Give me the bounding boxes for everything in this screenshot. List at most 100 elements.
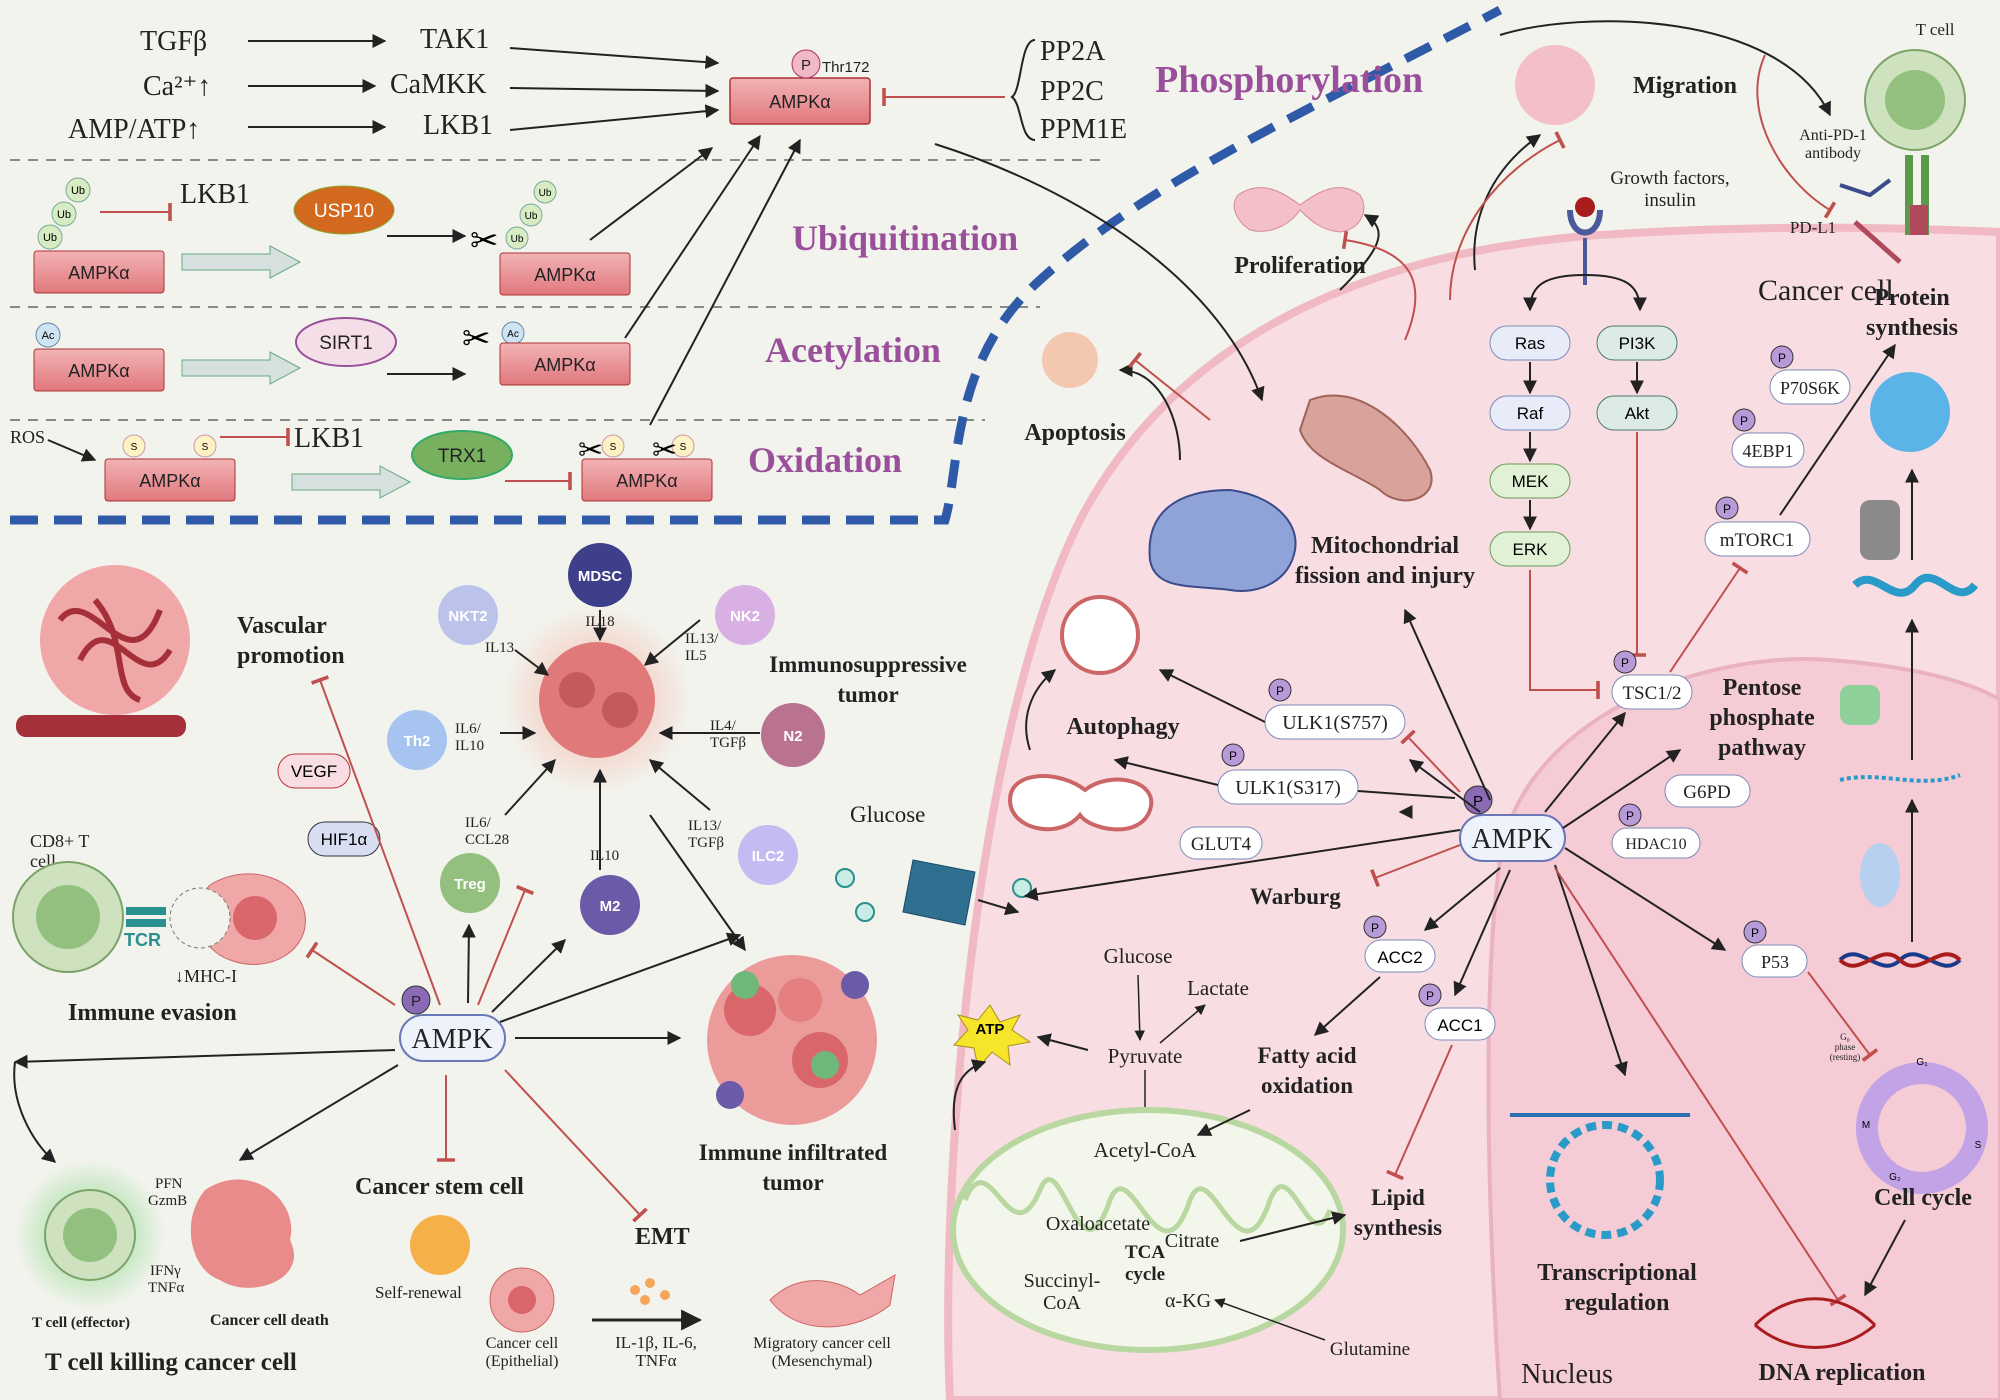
autophagosome-icon: [1060, 595, 1140, 675]
s-label: S: [1975, 1140, 1982, 1151]
raf-pill: [1489, 395, 1571, 431]
tcr-label: TCR: [124, 930, 161, 950]
svg-text:S: S: [131, 442, 138, 453]
lkb1-ox-label: LKB1: [294, 423, 364, 454]
svg-text:USP10: USP10: [314, 201, 374, 222]
svg-text:MDSC: MDSC: [578, 568, 622, 585]
svg-text:S: S: [202, 442, 209, 453]
svg-text:TRX1: TRX1: [438, 446, 487, 467]
m-label: M: [1862, 1120, 1870, 1131]
svg-text:Ac: Ac: [507, 329, 519, 340]
cancer-cell-label: Cancer cell: [1758, 274, 1894, 307]
ampka-label-main: AMPKα: [769, 92, 830, 112]
svg-text:MEK: MEK: [1512, 472, 1550, 491]
tgfb-label: TGFβ: [140, 26, 207, 57]
svg-text:ATP: ATP: [976, 1021, 1005, 1038]
acc1-pill: [1424, 1007, 1496, 1041]
blood-vessel-icon: [16, 715, 186, 737]
svg-text:Ub: Ub: [511, 234, 524, 245]
cell-cycle-label: Cell cycle: [1874, 1185, 1972, 1211]
apoptotic-body-icon: [1042, 332, 1098, 388]
hdac10-pill: [1611, 827, 1701, 859]
svg-text:Raf: Raf: [1517, 404, 1544, 423]
svg-text:AMPK: AMPK: [1472, 824, 1553, 855]
4ebp1-pill: [1731, 432, 1805, 468]
svg-text:Ras: Ras: [1515, 334, 1545, 353]
mitochondria-fission-icon: [1148, 488, 1297, 592]
ampk-node-immune: [399, 1014, 506, 1062]
svg-text:AMPKα: AMPKα: [534, 355, 595, 375]
sirt1-node: [295, 317, 397, 367]
g2-label: G₂: [1889, 1172, 1901, 1183]
ros-label: ROS: [10, 427, 45, 447]
il6-ccl28-label: IL6/CCL28: [465, 815, 509, 848]
mrna-icon: [1839, 773, 1961, 783]
treg-cell-icon: [440, 853, 500, 913]
svg-text:Ub: Ub: [71, 185, 85, 197]
svg-text:TSC1/2: TSC1/2: [1622, 683, 1681, 704]
svg-text:Ac: Ac: [42, 330, 55, 342]
gzmb-label: GzmB: [148, 1193, 187, 1209]
n2-cell-icon: [761, 703, 825, 767]
nucleus: [1486, 657, 2000, 1400]
g1-label: G₁: [1916, 1057, 1928, 1068]
warburg-label: Warburg: [1250, 884, 1341, 909]
svg-text:P: P: [411, 993, 421, 1010]
section-dividers: [10, 159, 1100, 421]
cytokines-label: IL-1β, IL-6,TNFα: [615, 1333, 697, 1370]
svg-text:AMPKα: AMPKα: [139, 471, 200, 491]
proliferation-label: Proliferation: [1234, 253, 1366, 279]
ampka-box-ub: [33, 250, 165, 294]
phospho-icon: [791, 49, 821, 79]
p70s6k-pill: [1769, 369, 1851, 405]
il4-tgfb-label: IL4/TGFβ: [710, 718, 746, 751]
acc2-pill: [1364, 939, 1436, 973]
svg-text:PI3K: PI3K: [1619, 334, 1657, 353]
ampka-box-ub-cut: [499, 252, 631, 296]
receptor-icon: [1567, 209, 1603, 236]
svg-text:P: P: [1426, 989, 1434, 1003]
thr172-label: Thr172: [822, 59, 870, 76]
svg-text:P: P: [1473, 793, 1483, 810]
svg-text:Treg: Treg: [454, 876, 486, 893]
svg-text:NK2: NK2: [730, 608, 760, 625]
dying-cancer-cell-icon: [190, 1179, 294, 1288]
ribosome-icon: [1860, 500, 1900, 560]
pp2a-label: PP2A: [1040, 36, 1106, 67]
t-cell-effector-label: T cell (effector): [32, 1315, 130, 1331]
th2-cell-icon: [387, 710, 447, 770]
usp10-node: [293, 185, 395, 235]
ampka-box-main: [729, 77, 871, 125]
akg-label: α-KG: [1165, 1290, 1211, 1312]
ampk-node-cell: [1459, 814, 1566, 862]
growth-factors-label: Growth factors,insulin: [1610, 168, 1729, 211]
ub-chain-icon: Ub Ub Ub: [37, 177, 91, 250]
nk2-cell-icon: [715, 585, 775, 645]
citrate-label: Citrate: [1165, 1230, 1220, 1252]
svg-text:P: P: [801, 57, 811, 74]
migrating-cell-icon: [1515, 45, 1595, 125]
oxaloacetate-label: Oxaloacetate: [1046, 1213, 1150, 1235]
acetyl-coa-label: Acetyl-CoA: [1094, 1138, 1197, 1162]
glut4-pill: [1179, 826, 1263, 860]
atp-burst-icon: [952, 1004, 1032, 1070]
g6pd-pill: [1664, 774, 1751, 808]
il13-il5-label: IL13/IL5: [685, 631, 719, 664]
pi3k-pill: [1596, 325, 1678, 361]
ribosome-subunit-icon: [1840, 685, 1880, 725]
svg-text:ULK1(S317): ULK1(S317): [1235, 777, 1341, 799]
tak1-label: TAK1: [420, 24, 489, 55]
p53-pill: [1741, 944, 1808, 978]
svg-text:VEGF: VEGF: [291, 762, 337, 781]
succinyl-label: Succinyl-CoA: [1024, 1270, 1101, 1314]
antibody-icon: [1839, 178, 1892, 198]
svg-text:AMPKα: AMPKα: [68, 361, 129, 381]
